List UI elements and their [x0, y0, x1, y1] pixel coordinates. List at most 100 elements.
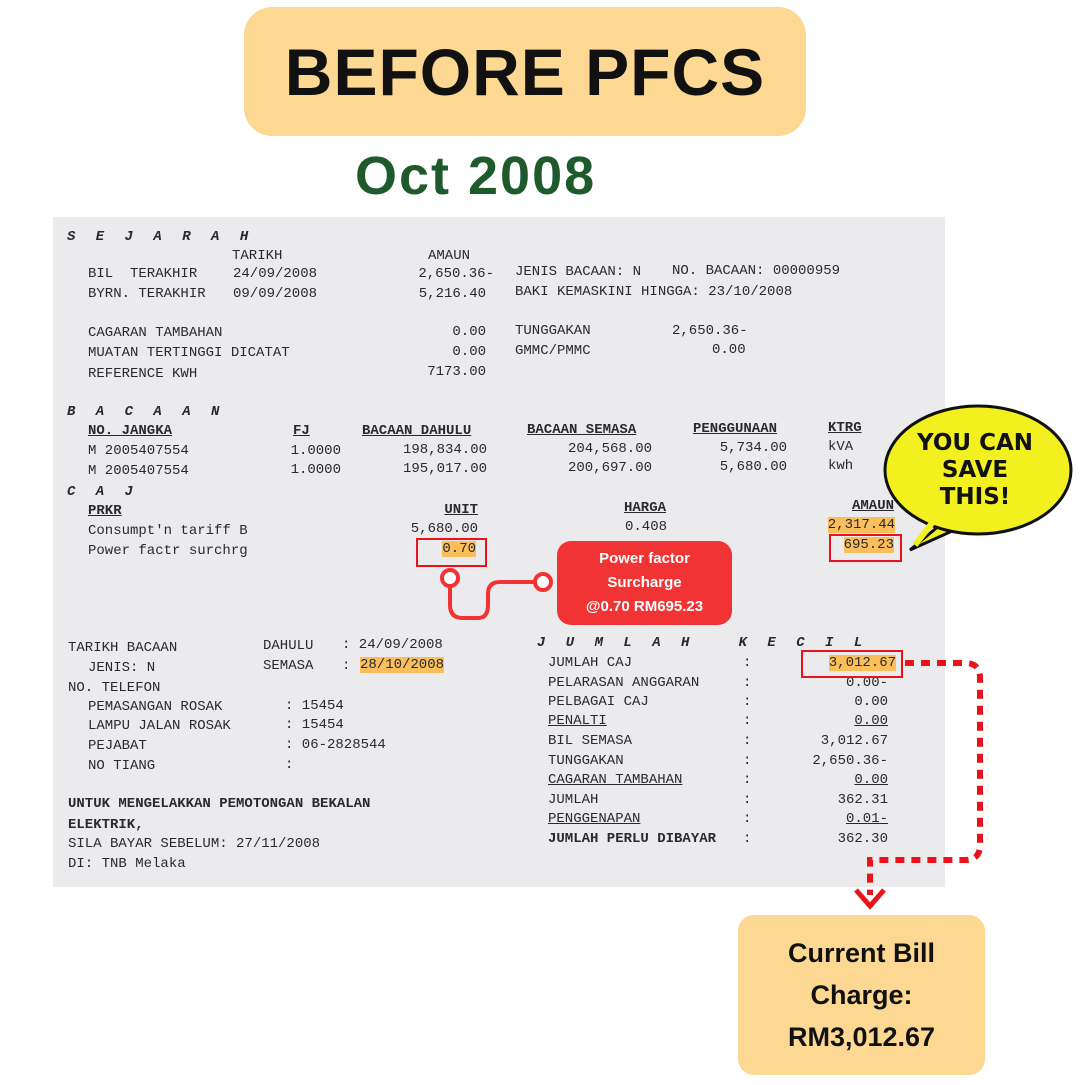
cell: 5,734.00 — [719, 440, 787, 456]
bubble-text: YOU CAN SAVE THIS! — [895, 430, 1055, 511]
cell: kVA — [828, 439, 854, 455]
jumlah-value: 0.00 — [854, 772, 888, 788]
jumlah-label: CAGARAN TAMBAHAN — [548, 772, 683, 788]
cell: 2,317.44 — [827, 517, 895, 533]
highlight-box-jumlah-caj — [801, 650, 903, 678]
speech-bubble — [883, 404, 1073, 536]
notice-line: DI: TNB Melaka — [68, 856, 186, 872]
value: : 15454 — [285, 698, 344, 714]
col-header: FJ — [293, 423, 310, 439]
callout-line: @0.70 RM695.23 — [585, 598, 704, 615]
cell: 5,680.00 — [719, 459, 787, 475]
label: PEJABAT — [88, 738, 147, 754]
label: CAGARAN TAMBAHAN — [88, 325, 223, 341]
jumlah-value: 3,012.67 — [820, 733, 888, 749]
colon: : — [743, 733, 752, 749]
label: GMMC/PMMC — [515, 343, 591, 359]
col-amaun: AMAUN — [428, 248, 471, 264]
label: DAHULU — [263, 638, 314, 654]
date: 09/09/2008 — [233, 286, 318, 302]
label: NO. TELEFON — [68, 680, 161, 696]
col-header: BACAAN SEMASA — [527, 422, 637, 438]
col-header: KTRG — [828, 420, 862, 436]
section-sejarah: S E J A R A H — [67, 229, 255, 245]
cell: 204,568.00 — [567, 441, 652, 457]
value: : 24/09/2008 — [342, 637, 443, 653]
colon: : — [743, 772, 752, 788]
col-header: BACAAN DAHULU — [362, 423, 472, 439]
cell: 1.0000 — [290, 443, 341, 459]
col-header: PENGGUNAAN — [693, 421, 778, 437]
jumlah-label: JUMLAH CAJ — [548, 655, 633, 671]
label: TARIKH BACAAN — [68, 640, 178, 656]
callout-line: Surcharge — [607, 574, 682, 591]
amount: 2,650.36- — [418, 266, 494, 282]
cell: Consumpt'n tariff B — [88, 523, 248, 539]
title-banner: BEFORE PFCS — [244, 7, 806, 136]
label: BIL TERAKHIR — [88, 266, 198, 282]
label: REFERENCE KWH — [88, 366, 198, 382]
col-header: AMAUN — [851, 498, 894, 514]
col-header: UNIT — [444, 502, 478, 518]
jumlah-label: PENALTI — [548, 713, 607, 729]
jumlah-label: JUMLAH PERLU DIBAYAR — [548, 831, 717, 847]
jumlah-value: 3,012.67 — [828, 655, 896, 671]
colon: : — [743, 713, 752, 729]
baki: BAKI KEMASKINI HINGGA: 23/10/2008 — [515, 284, 793, 300]
jumlah-label: PELARASAN ANGGARAN — [548, 675, 700, 691]
current-bill-amount: RM3,012.67 — [787, 1022, 936, 1052]
current-bill-box: Current Bill Charge: RM3,012.67 — [738, 915, 985, 1075]
label: LAMPU JALAN ROSAK — [88, 718, 231, 734]
value: 0.00 — [712, 342, 746, 358]
section-caj: C A J — [67, 484, 140, 500]
cell: 1.0000 — [290, 462, 341, 478]
jumlah-label: TUNGGAKAN — [548, 753, 624, 769]
value: 28/10/2008 — [360, 657, 445, 673]
cell: M 2005407554 — [88, 443, 189, 459]
connector-line — [448, 580, 536, 620]
colon: : — [342, 658, 351, 674]
bubble-line: SAVE — [941, 457, 1009, 483]
bubble-line: THIS! — [939, 484, 1011, 510]
notice-line: SILA BAYAR SEBELUM: 27/11/2008 — [68, 836, 321, 852]
current-bill-line: Charge: — [810, 980, 913, 1010]
page-title: BEFORE PFCS — [284, 34, 766, 109]
value: : — [285, 757, 294, 773]
cell: M 2005407554 — [88, 463, 189, 479]
col-header: HARGA — [624, 500, 667, 516]
value: : 15454 — [285, 717, 344, 733]
cell: 200,697.00 — [567, 460, 652, 476]
callout-line: Power factor — [599, 550, 690, 567]
date: 24/09/2008 — [233, 266, 318, 282]
col-header: PRKR — [88, 503, 122, 519]
value: 2,650.36- — [672, 323, 748, 339]
cell: 0.408 — [625, 519, 668, 535]
bill-scan — [53, 217, 945, 887]
cell: 0.70 — [442, 541, 476, 557]
colon: : — [743, 792, 752, 808]
label: BYRN. TERAKHIR — [88, 286, 206, 302]
amount: 5,216.40 — [418, 286, 486, 302]
jumlah-value: 362.30 — [837, 831, 888, 847]
colon: : — [743, 694, 752, 710]
arrow-head-icon — [854, 888, 886, 910]
label: SEMASA — [263, 658, 314, 674]
label: TUNGGAKAN — [515, 323, 591, 339]
value: 0.00 — [452, 344, 486, 360]
dotted-arrow-line — [867, 660, 983, 895]
highlight-box-amount — [829, 534, 902, 562]
colon: : — [743, 811, 752, 827]
no-bacaan: NO. BACAAN: 00000959 — [672, 263, 841, 279]
jumlah-value: 0.01- — [845, 811, 888, 827]
cell: 5,680.00 — [410, 521, 478, 537]
notice-line: UNTUK MENGELAKKAN PEMOTONGAN BEKALAN — [68, 796, 371, 812]
colon: : — [743, 675, 752, 691]
power-factor-callout: Power factor Surcharge @0.70 RM695.23 — [557, 541, 732, 625]
connector-dot — [440, 568, 460, 588]
jumlah-value: 2,650.36- — [812, 753, 888, 769]
cell: 198,834.00 — [402, 442, 487, 458]
jumlah-label: JUMLAH — [548, 792, 599, 808]
cell: kwh — [828, 458, 854, 474]
section-jumlah-kecil: J U M L A H K E C I L — [537, 635, 869, 651]
